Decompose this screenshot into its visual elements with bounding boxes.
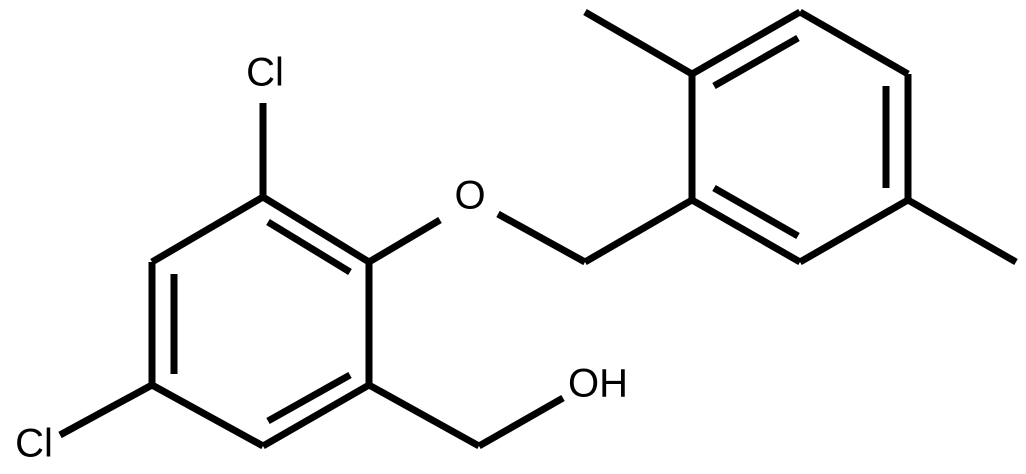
double-bond-c1-c2	[266, 219, 352, 275]
chlorine-bottom-label: Cl	[15, 422, 53, 466]
bond-r2-r3	[690, 8, 802, 78]
bond-c3-c4	[261, 381, 371, 450]
bond-c3-ch2oh	[367, 381, 481, 450]
bond-c1-c2	[261, 194, 371, 265]
bond-c4-c5	[150, 381, 265, 450]
ether-oxygen-label: O	[454, 174, 485, 218]
bond-c5-cl-bottom	[58, 381, 154, 439]
bond-ch2-hydroxyl	[477, 394, 565, 450]
double-bond-c3-c4	[266, 371, 352, 425]
chlorine-top-label: Cl	[246, 51, 284, 95]
bond-c6-c1	[150, 193, 265, 266]
bond-oxygen-ch2	[496, 210, 587, 266]
double-bond-r2-r3	[712, 34, 800, 90]
dimethylphenyl-ring	[583, 8, 912, 266]
bond-r6-r1	[690, 196, 802, 266]
dichlorophenyl-ring	[148, 193, 373, 450]
bond-r3-r4	[798, 8, 910, 78]
bond-ch2-ring	[583, 196, 694, 266]
bond-methyl-top	[583, 8, 694, 78]
bond-methyl-right	[906, 196, 1018, 266]
hydroxyl-label: OH	[568, 362, 628, 406]
bond-r5-r6	[798, 196, 910, 266]
double-bond-r6-r1	[712, 184, 800, 240]
bond-c2-oxygen	[367, 216, 442, 266]
